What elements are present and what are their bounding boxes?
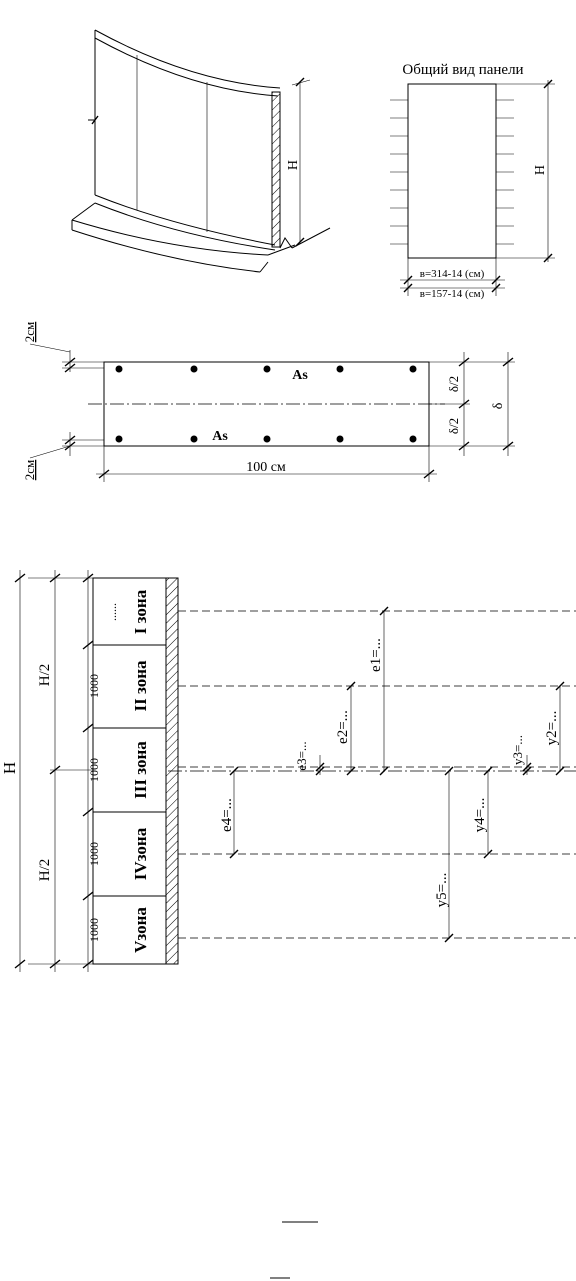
rebar-dot xyxy=(263,365,271,373)
upper-half-label: H/2 xyxy=(37,664,53,687)
half-thickness-bottom-label: δ/2 xyxy=(446,418,461,434)
lower-half-label: H/2 xyxy=(37,859,53,882)
panel-general-view: Общий вид панели H в=314-14 (см) в=157-1… xyxy=(390,62,555,300)
rebar-dot xyxy=(115,365,123,373)
panel-view-title: Общий вид панели xyxy=(402,62,523,78)
rebar-dot xyxy=(336,365,344,373)
top-offset-label: 2см xyxy=(22,322,37,343)
rebar-group xyxy=(115,365,417,443)
rebar-top-label: As xyxy=(292,368,308,383)
rebar-dot xyxy=(336,435,344,443)
zone-3-label: III зона xyxy=(131,741,150,799)
y2-label: y2=... xyxy=(544,711,560,746)
cross-section: As As 2см 2см δ/2 δ/2 δ 100 см xyxy=(22,322,515,482)
rebar-dot xyxy=(115,435,123,443)
half-thickness-top-label: δ/2 xyxy=(446,376,461,392)
zone-4-dim-label: 1000 xyxy=(87,842,101,866)
zones-column xyxy=(92,577,167,965)
panel-height-label: H xyxy=(533,165,548,175)
panel-outline xyxy=(407,83,497,259)
zone-5-label: Vзона xyxy=(131,907,150,953)
panel-perspective-view: H xyxy=(71,29,331,273)
zones-diagram: I зона II зона III зона IVзона Vзона ...… xyxy=(0,570,576,972)
panel-left-hatches xyxy=(390,99,408,245)
rebar-dot xyxy=(409,435,417,443)
section-width-label: 100 см xyxy=(246,460,286,475)
panel-width-label-1: в=314-14 (см) xyxy=(420,268,485,280)
zone-2-dim-label: 1000 xyxy=(87,674,101,698)
rebar-dot xyxy=(190,435,198,443)
zone-1-label: I зона xyxy=(131,589,150,634)
e4-label: e4=... xyxy=(219,798,235,832)
zone-1-dim-label: ...... xyxy=(105,603,119,621)
zone-3-dim-label: 1000 xyxy=(87,758,101,782)
e3-label: e3=... xyxy=(294,741,309,770)
zone-5-dim-label: 1000 xyxy=(87,918,101,942)
rebar-dot xyxy=(409,365,417,373)
panel-right-hatches xyxy=(496,99,514,245)
zone-4-label: IVзона xyxy=(131,827,150,880)
panel-width-label-2: в=157-14 (см) xyxy=(420,288,485,300)
y3-label: y3=... xyxy=(510,735,525,765)
bottom-offset-label: 2см xyxy=(22,460,37,481)
y5-label: y5=... xyxy=(434,873,450,908)
rebar-dot xyxy=(190,365,198,373)
perspective-height-label: H xyxy=(286,160,301,170)
y4-label: y4=... xyxy=(472,798,488,833)
thickness-label: δ xyxy=(491,402,506,409)
total-height-label: H xyxy=(0,762,19,774)
rebar-bottom-label: As xyxy=(212,429,228,444)
e1-label: e1=... xyxy=(368,638,384,672)
rebar-dot xyxy=(263,435,271,443)
e2-label: e2=... xyxy=(335,710,351,744)
zone-2-label: II зона xyxy=(131,660,150,712)
